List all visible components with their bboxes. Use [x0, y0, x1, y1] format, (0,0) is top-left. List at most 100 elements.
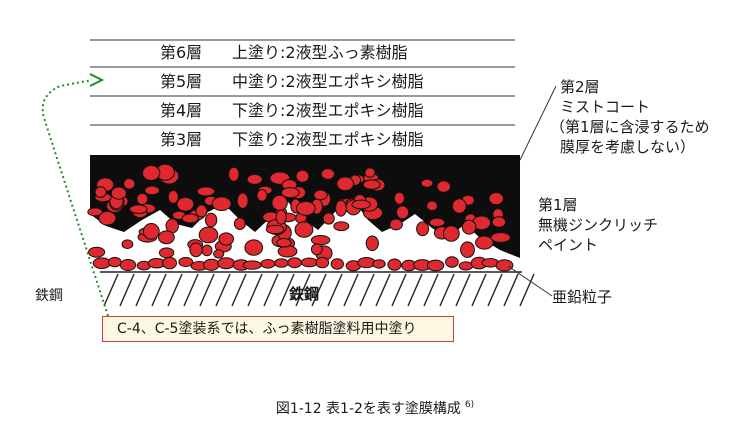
layer-5-num: 第5層	[160, 72, 202, 91]
layer1-line2: 無機ジンクリッチ	[538, 216, 658, 234]
layer2-line2: ミストコート	[560, 98, 650, 116]
zinc-particle	[495, 259, 514, 272]
zinc-particle	[218, 232, 234, 246]
hatch-line	[391, 273, 407, 307]
zinc-particle	[426, 259, 445, 272]
hatch-line	[247, 273, 263, 307]
hatch-line	[263, 273, 279, 307]
zinc-particle	[242, 260, 262, 270]
zinc-particle	[275, 209, 287, 225]
layer1-line3: ペイント	[538, 236, 598, 254]
hatch-line	[471, 273, 487, 307]
zinc-particle	[426, 200, 439, 212]
hatch-line	[215, 273, 231, 307]
hatch-line	[439, 273, 455, 307]
zinc-particle	[295, 169, 310, 183]
zinc-particle	[142, 165, 161, 181]
zinc-particle	[204, 212, 218, 228]
zinc-particle	[287, 257, 302, 269]
leader-lines	[507, 85, 557, 297]
layer-labels: 第6層 上塗り:2液型ふっ素樹脂 第5層 中塗り:2液型エポキシ樹脂 第4層 下…	[160, 43, 424, 149]
steel-substrate	[100, 271, 535, 307]
hatch-line	[359, 273, 375, 307]
zinc-particle	[364, 167, 376, 178]
zinc-particle	[244, 239, 263, 256]
hatch-line	[231, 273, 247, 307]
hatch-line	[503, 273, 519, 307]
hatch-line	[151, 273, 167, 307]
layer-3-desc: 下塗り:2液型エポキシ樹脂	[232, 130, 424, 149]
zinc-particle	[233, 217, 246, 230]
zinc-particle	[461, 219, 477, 235]
zinc-particle	[351, 199, 371, 210]
zinc-particle	[274, 258, 289, 268]
zinc-particle	[372, 259, 386, 269]
hatch-line	[311, 273, 327, 307]
hatch-line	[519, 273, 535, 307]
layer-3-num: 第3層	[160, 130, 202, 149]
layer2-line4: 膜厚を考慮しない）	[560, 138, 695, 156]
zinc-particle	[158, 230, 175, 245]
zinc-particle	[121, 239, 134, 249]
zinc-particle	[136, 192, 149, 206]
note-box: C-4、C-5塗装系では、ふっ素樹脂塗料用中塗り	[102, 316, 454, 342]
zinc-particle	[110, 186, 127, 200]
zinc-particle	[123, 178, 136, 190]
zinc-particle	[330, 258, 344, 270]
zinc-particle	[451, 198, 467, 214]
zinc-particle	[315, 256, 330, 269]
hatch-line	[487, 273, 503, 307]
zinc-particle	[265, 224, 285, 235]
zinc-particle	[362, 179, 381, 190]
zinc-particle	[246, 173, 263, 185]
zinc-particle	[490, 232, 511, 243]
zinc-particle	[158, 247, 175, 259]
side-labels: 第2層 ミストコート （第1層に含浸するため 膜厚を考慮しない） 第1層 無機ジ…	[35, 78, 710, 306]
hatch-line	[423, 273, 439, 307]
zinc-particle	[119, 259, 137, 271]
zinc-particle	[313, 189, 328, 201]
layer1-line1: 第1層	[538, 196, 578, 214]
steel-label-left: 鉄鋼	[35, 288, 63, 304]
hatch-line	[103, 273, 119, 307]
layer-stack	[90, 39, 515, 126]
layer-4-num: 第4層	[160, 101, 202, 120]
zinc-particle	[320, 168, 335, 180]
zinc-particles	[87, 163, 514, 272]
zinc-particle	[336, 176, 355, 192]
zinc-particle	[420, 178, 434, 188]
leader-zinc	[507, 265, 553, 297]
layer2-line3: （第1層に含浸するため	[550, 118, 710, 136]
zinc-rich-layer	[87, 163, 520, 272]
layer-5-desc: 中塗り:2液型エポキシ樹脂	[232, 72, 424, 91]
steel-label-center: 鉄鋼	[289, 285, 319, 303]
zinc-particle	[129, 204, 148, 214]
zinc-particle	[181, 213, 199, 224]
zinc-particle	[294, 221, 314, 238]
layer-6-num: 第6層	[160, 43, 202, 62]
zinc-particle	[365, 235, 379, 252]
zinc-particle	[280, 187, 300, 199]
zinc-particle	[167, 190, 179, 204]
zinc-particle	[416, 221, 430, 237]
zinc-particle	[144, 185, 160, 196]
zinc-particle	[98, 210, 117, 226]
zinc-particle	[195, 204, 208, 218]
layer2-line1: 第2層	[560, 78, 600, 96]
zinc-particle	[213, 249, 225, 259]
zinc-particle	[436, 180, 451, 193]
zinc-particle	[196, 186, 216, 197]
zinc-particle	[389, 218, 403, 231]
hatch-line	[199, 273, 215, 307]
hatch-line	[167, 273, 183, 307]
zinc-particle	[296, 201, 316, 216]
arrow-head-icon	[89, 73, 105, 87]
hatch-line	[327, 273, 343, 307]
zinc-particle	[300, 257, 318, 268]
zinc-particle	[142, 223, 160, 240]
zinc-particle	[335, 199, 347, 217]
zinc-particle	[322, 212, 335, 225]
caption-text: 図1-12 表1-2を表す塗膜構成	[275, 401, 461, 417]
hatch-line	[407, 273, 423, 307]
